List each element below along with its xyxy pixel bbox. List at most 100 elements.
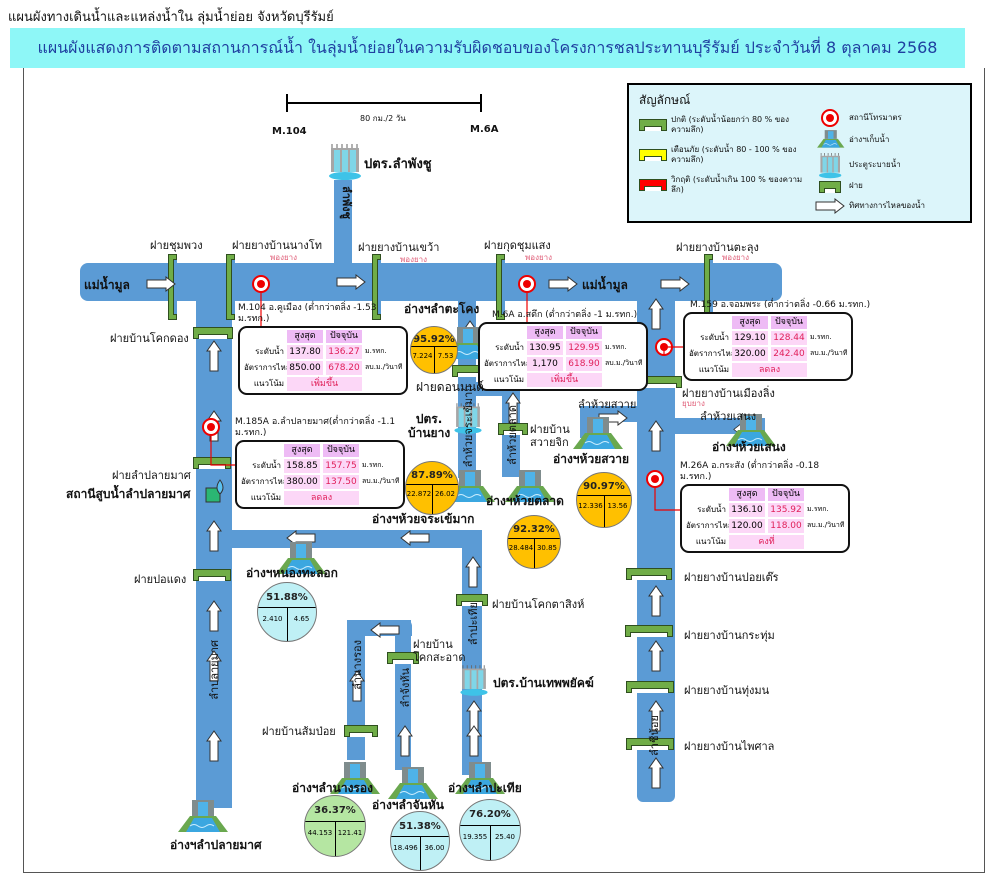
level-label: ระดับน้ำ xyxy=(252,461,281,470)
trend-value: ลดลง xyxy=(284,490,359,505)
chinoi-label: ลำชีน้อย xyxy=(648,715,661,756)
banner: แผนผังแสดงการติดตามสถานการณ์น้ำ ในลุ่มน้… xyxy=(10,28,965,68)
current-volume: 19.355 xyxy=(462,832,488,841)
level-unit: ม.รทก. xyxy=(365,347,387,355)
scale-bar xyxy=(287,102,482,104)
reservoir-icon xyxy=(505,468,555,506)
legend-critical: วิกฤติ (ระดับน้ำเกิน 100 % ของความลึก) xyxy=(671,175,803,194)
reservoir-icon xyxy=(330,760,380,798)
reservoir-name[interactable]: อ่างฯลำนางรอง xyxy=(292,781,373,795)
capacity-percent: 36.37% xyxy=(314,805,356,817)
weir-status: พองยาง xyxy=(400,255,428,264)
chanhun-label: ลำจังหัน xyxy=(399,668,412,708)
weir-status: ยุบยาง xyxy=(682,399,705,408)
weir-label: ฝายบ้านโคกดอง xyxy=(110,332,189,345)
current-header: ปัจจุบัน xyxy=(326,330,362,343)
telemetry-station-icon[interactable] xyxy=(252,275,270,293)
level-unit: ม.รทก. xyxy=(605,343,627,351)
gate-icon xyxy=(819,153,842,182)
pie-divider xyxy=(287,607,288,641)
level-current: 129.95 xyxy=(566,340,602,355)
current-volume: 7.224 xyxy=(412,352,433,361)
reservoir-capacity-pie: 87.89% 22.872 26.02 xyxy=(405,461,459,515)
weir-nangtho xyxy=(226,254,235,320)
flow-arrow-icon xyxy=(505,392,521,428)
reservoir-name[interactable]: อ่างฯห้วยสวาย xyxy=(553,452,630,466)
reservoir-name[interactable]: อ่างฯลำปะเทีย xyxy=(448,781,522,795)
gate-phangchu-icon xyxy=(329,144,361,186)
reservoir-capacity-pie: 51.38% 18.496 36.00 xyxy=(390,811,450,871)
reservoir-name[interactable]: อ่างฯลำตะโคง xyxy=(404,302,480,316)
station-title: M.185A อ.ลำปลายมาศ(ต่ำกว่าตลิ่ง -1.1 ม.ร… xyxy=(235,417,396,438)
trend-value: ลดลง xyxy=(732,362,807,377)
flow-current: 118.00 xyxy=(768,518,804,533)
station-title-wrap: M.26A อ.กระสัง (ต่ำกว่าตลิ่ง -0.18 ม.รทก… xyxy=(680,459,852,483)
flow-unit: ลบ.ม./วินาที xyxy=(807,521,845,529)
scale-tick xyxy=(286,94,288,112)
telemetry-station-icon[interactable] xyxy=(646,470,664,488)
reservoir-icon xyxy=(276,540,326,578)
reservoir-capacity-pie: 76.20% 19.355 25.40 xyxy=(459,799,521,861)
current-volume: 22.872 xyxy=(406,490,432,499)
telemetry-station-icon[interactable] xyxy=(202,418,220,436)
telemetry-station-icon[interactable] xyxy=(518,275,536,293)
weir-khoktasing xyxy=(456,594,488,606)
station-title: M.159 อ.จอมพระ (ต่ำกว่าตลิ่ง -0.66 ม.รทก… xyxy=(690,300,871,310)
reservoir-name[interactable]: อ่างฯห้วยเสนง xyxy=(712,440,786,454)
level-label: ระดับน้ำ xyxy=(255,347,284,356)
station-title-wrap: M.185A อ.ลำปลายมาศ(ต่ำกว่าตลิ่ง -1.1 ม.ร… xyxy=(235,415,403,439)
reservoir-icon xyxy=(817,129,845,150)
level-max: 136.10 xyxy=(729,502,765,517)
reservoir-icon xyxy=(388,765,438,803)
weir-label: ฝายยางบ้านตะลุง xyxy=(676,241,759,254)
trend-label: แนวโน้ม xyxy=(253,379,284,388)
flow-arrow-icon xyxy=(400,529,430,550)
trend-label: แนวโน้ม xyxy=(695,537,726,546)
weir-label: ฝายยางบ้านทุ่งมน xyxy=(684,684,770,697)
station-title: M.104 อ.คูเมือง (ต่ำกว่าตลิ่ง -1.53 ม.รท… xyxy=(238,303,377,324)
reservoir-name[interactable]: อ่างฯห้วยจระเข้มาก xyxy=(372,512,475,526)
flow-arrow-icon xyxy=(206,340,222,376)
station-connector xyxy=(260,293,262,326)
page-title: แผนผังทางเดินน้ำและแหล่งน้ำใน ลุ่มน้ำย่อ… xyxy=(8,10,334,25)
capacity-volume: 121.41 xyxy=(337,828,363,837)
flow-arrow-icon xyxy=(336,273,366,294)
reservoir-icon xyxy=(178,798,228,836)
weir-label: ฝายชุมพวง xyxy=(150,239,203,252)
weir-label: ฝายปอแดง xyxy=(134,573,187,586)
flow-arrow-icon xyxy=(648,585,664,621)
max-header: สูงสุด xyxy=(284,444,320,457)
capacity-volume: 13.56 xyxy=(607,502,628,511)
pie-divider xyxy=(432,483,433,514)
pie-divider xyxy=(490,824,491,860)
weir-thungmon xyxy=(626,681,674,693)
max-header: สูงสุด xyxy=(729,488,765,501)
max-header: สูงสุด xyxy=(287,330,323,343)
reservoir-name[interactable]: อ่างฯลำปลายมาศ xyxy=(170,838,262,852)
reservoir-name[interactable]: อ่างฯลำจันหัน xyxy=(372,798,444,812)
pie-divider xyxy=(534,537,535,568)
weir-kutchumsaeng xyxy=(496,254,505,320)
level-label: ระดับน้ำ xyxy=(700,333,729,342)
flow-arrow-icon xyxy=(206,520,222,556)
talat-label: ลำห้วยตลาด xyxy=(506,405,519,465)
flow-label: อัตราการไหล xyxy=(241,477,288,486)
trend-value: เพิ่มขึ้น xyxy=(287,376,362,391)
legend-flow: ทิศทางการไหลของน้ำ xyxy=(849,201,925,210)
gate-label: ปตร. บ้านยาง xyxy=(408,412,451,440)
station-title: M.26A อ.กระสัง (ต่ำกว่าตลิ่ง -0.18 ม.รทก… xyxy=(680,461,820,482)
scale-to: M.6A xyxy=(470,124,499,135)
pathia-label: ลำปะเทีย xyxy=(467,602,480,646)
reservoir-capacity-pie: 51.88% 2.410 4.65 xyxy=(257,582,317,642)
flow-max: 120.00 xyxy=(729,518,765,533)
legend-weir: ฝาย xyxy=(849,181,863,190)
flow-max: 1,170 xyxy=(527,356,563,371)
reservoir-name[interactable]: อ่างฯห้วยตลาด xyxy=(486,494,564,508)
reservoir-capacity-pie: 90.97% 12.336 13.56 xyxy=(576,472,632,528)
level-max: 158.85 xyxy=(284,458,320,473)
weir-phaisan xyxy=(626,738,674,750)
reservoir-name[interactable]: อ่างฯหนองทะลอก xyxy=(246,566,338,580)
pump-station-label: สถานีสูบน้ำลำปลายมาศ xyxy=(66,487,191,501)
